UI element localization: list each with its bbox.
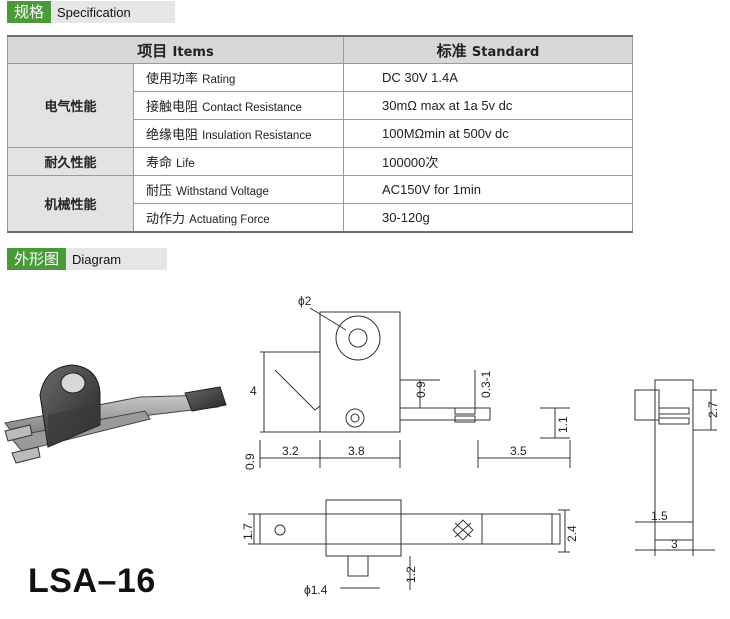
col-item-en: Items (172, 44, 214, 60)
spec-section-header: 规格 Specification (7, 1, 175, 23)
item-cn: 耐压 (146, 184, 173, 199)
end-view-drawing: 2.7 1.5 3 (634, 379, 720, 556)
item-cn: 寿命 (146, 156, 173, 171)
dim-3: 3 (671, 537, 678, 551)
dim-phi1-4: ϕ1.4 (304, 583, 328, 597)
col-std-cn: 标准 (436, 41, 467, 60)
housing-outline (319, 311, 401, 433)
item-cell: 接触电阻 Contact Resistance (133, 91, 344, 120)
value-cell: 100000次 (343, 147, 633, 176)
table-row: 动作力 Actuating Force 30-120g (8, 203, 633, 233)
diagram-section-header: 外形图 Diagram (7, 248, 167, 270)
dim-0-9-bottom: 0.9 (243, 453, 257, 470)
col-item-header: 项目 Items (7, 35, 344, 64)
category-cell: 电气性能 (7, 63, 134, 148)
diagram-header-cn: 外形图 (7, 248, 67, 270)
item-en: Life (176, 158, 195, 170)
dim-0-3-1: 0.3-1 (479, 370, 493, 398)
dim-2-4: 2.4 (565, 525, 579, 542)
value-cell: DC 30V 1.4A (343, 63, 633, 92)
value-cell: 30-120g (343, 203, 633, 233)
spec-table: 项目 Items 标准 Standard 电气性能 使用功率 Rating DC… (7, 35, 633, 233)
dim-3-2: 3.2 (282, 444, 299, 458)
dim-3-8: 3.8 (348, 444, 365, 458)
item-cell: 寿命 Life (133, 147, 344, 176)
category-cell: 机械性能 (7, 175, 134, 233)
dim-1-2: 1.2 (404, 566, 418, 583)
model-number: LSA–16 (28, 562, 156, 600)
item-cn: 接触电阻 (146, 100, 199, 115)
dim-2-7: 2.7 (706, 401, 720, 418)
dim-4: 4 (250, 384, 257, 398)
dim-1-7: 1.7 (241, 523, 255, 540)
bottom-view-drawing: 1.7 2.4 1.2 ϕ1.4 (241, 499, 579, 597)
item-cn: 使用功率 (146, 72, 199, 87)
item-cn: 动作力 (146, 212, 186, 227)
table-row: 绝缘电阻 Insulation Resistance 100MΩmin at 5… (8, 119, 633, 148)
side-view-drawing: ϕ2 4 0.9 0.3-1 1.1 3.2 3.8 0.9 3.5 (243, 294, 571, 470)
item-cell: 使用功率 Rating (133, 63, 344, 92)
item-cell: 绝缘电阻 Insulation Resistance (133, 119, 344, 148)
table-row: 电气性能 使用功率 Rating DC 30V 1.4A (7, 63, 633, 148)
table-row: 机械性能 耐压 Withstand Voltage AC150V for 1mi… (7, 175, 633, 233)
item-en: Contact Resistance (202, 102, 302, 114)
value-cell: 30mΩ max at 1a 5v dc (343, 91, 633, 120)
col-std-en: Standard (471, 44, 540, 60)
col-standard-header: 标准 Standard (343, 35, 633, 64)
table-row: 接触电阻 Contact Resistance 30mΩ max at 1a 5… (8, 91, 633, 120)
value-cell: AC150V for 1min (343, 175, 633, 204)
table-row: 耐久性能 寿命 Life 100000次 (7, 147, 633, 176)
item-en: Actuating Force (189, 214, 270, 226)
dim-1-5: 1.5 (651, 509, 668, 523)
dim-phi2: ϕ2 (298, 294, 312, 308)
spec-header-cn: 规格 (7, 1, 52, 23)
dim-1-1: 1.1 (556, 416, 570, 433)
item-cn: 绝缘电阻 (146, 128, 199, 143)
item-cell: 动作力 Actuating Force (133, 203, 344, 233)
dim-3-5: 3.5 (510, 444, 527, 458)
product-photo (4, 364, 227, 464)
category-cell: 耐久性能 (7, 147, 134, 176)
spec-table-header: 项目 Items 标准 Standard (7, 35, 633, 64)
item-en: Insulation Resistance (202, 130, 312, 142)
dim-0-9-top: 0.9 (414, 381, 428, 398)
spec-header-en: Specification (57, 4, 131, 20)
value-cell: 100MΩmin at 500v dc (343, 119, 633, 148)
item-cell: 耐压 Withstand Voltage (133, 175, 344, 204)
item-en: Rating (202, 74, 236, 86)
item-en: Withstand Voltage (176, 186, 269, 198)
diagram-header-en: Diagram (72, 251, 122, 267)
col-item-cn: 项目 (137, 41, 168, 60)
